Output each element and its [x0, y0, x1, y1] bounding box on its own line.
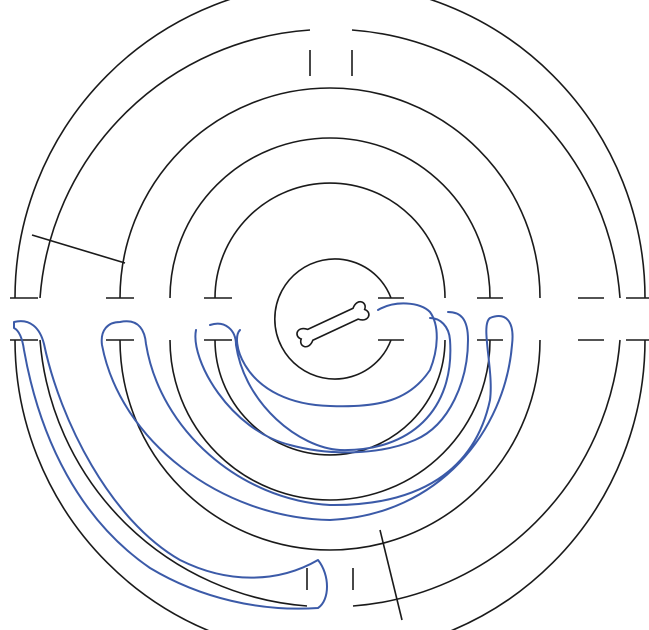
barrier-wall-lower-right: [380, 530, 402, 620]
ring-3-lower-arc: [120, 340, 540, 550]
maze-walls: [10, 0, 649, 630]
ring-5-upper-arc: [215, 183, 445, 298]
solution-path-loop-3: [210, 318, 450, 450]
ring-2-lower-left-arc: [40, 340, 307, 606]
bone-icon: [295, 300, 370, 348]
ring-2-lower-right-arc: [353, 340, 620, 606]
ring-5-lower-arc: [215, 340, 445, 455]
solution-path-loop-4: [195, 312, 468, 452]
ring-1-lower-arc: [15, 340, 645, 630]
ring-2-upper-right-arc: [352, 30, 620, 298]
ring-3-upper-arc: [120, 88, 540, 298]
ring-1-upper-arc: [15, 0, 645, 298]
solution-path: [14, 321, 327, 609]
